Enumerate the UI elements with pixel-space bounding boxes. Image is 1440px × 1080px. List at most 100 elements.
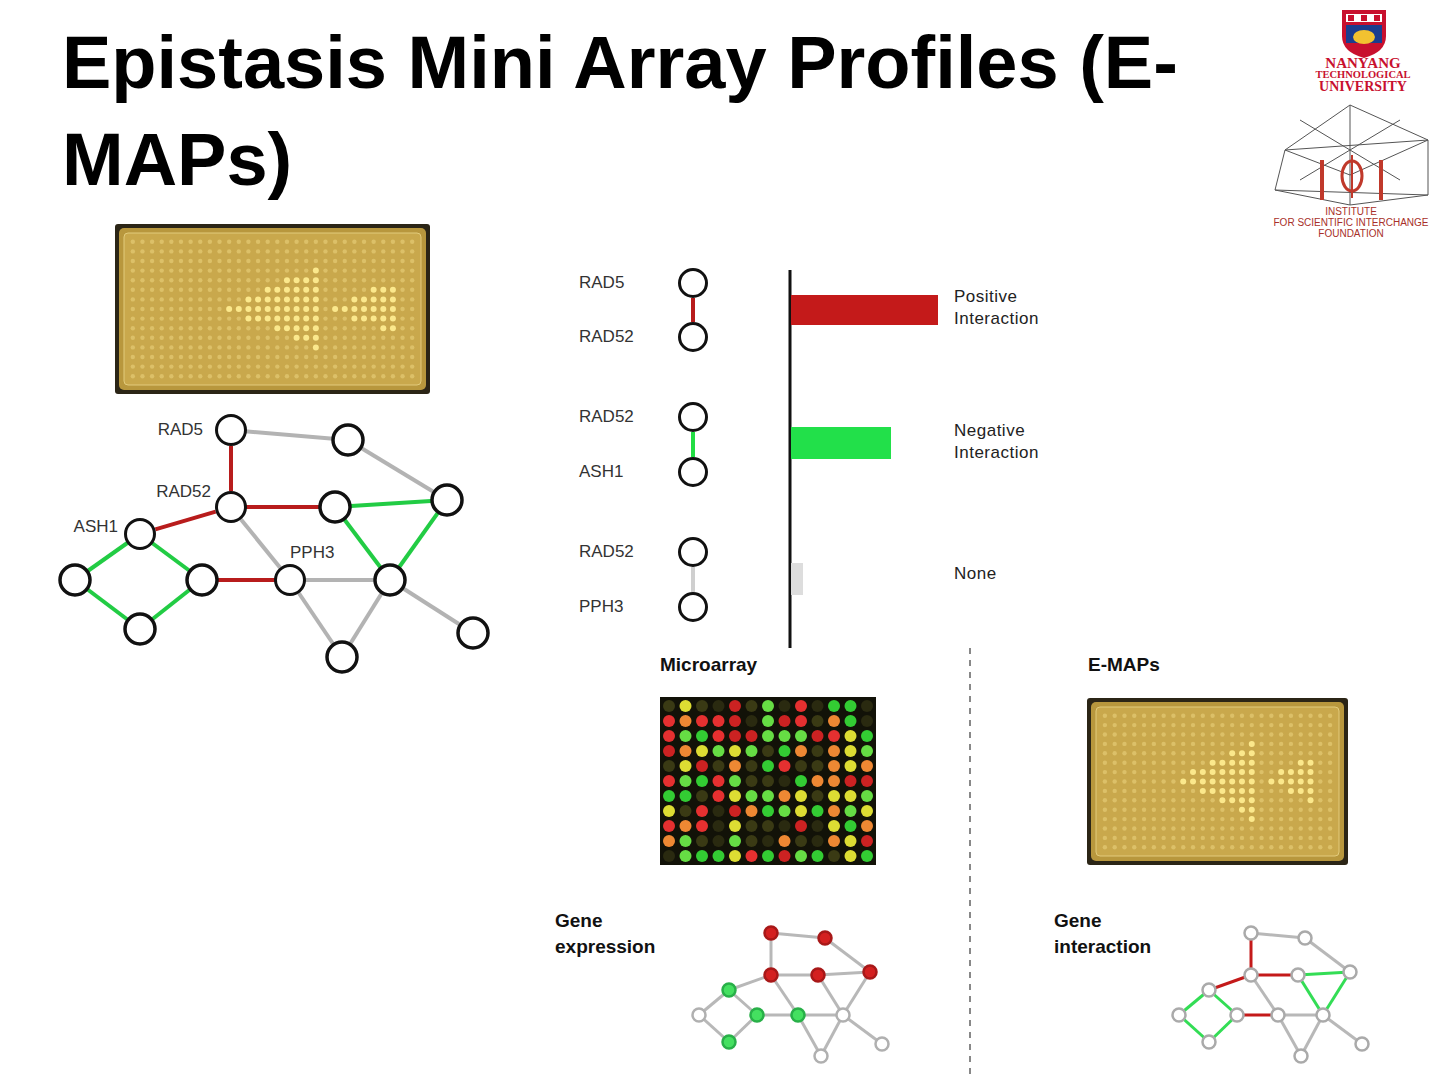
emap-plate xyxy=(1289,714,1293,718)
microarray-image xyxy=(696,715,708,727)
left-plate xyxy=(160,297,164,301)
left-plate xyxy=(352,374,356,378)
network-circle xyxy=(333,425,363,455)
left-plate xyxy=(381,364,385,368)
emap-plate xyxy=(1112,751,1116,755)
emap-plate xyxy=(1229,769,1235,775)
left-plate xyxy=(391,240,395,244)
microarray-image xyxy=(812,715,824,727)
emap-plate xyxy=(1181,723,1185,727)
microarray-image xyxy=(812,730,824,742)
left-plate xyxy=(400,297,404,301)
left-plate xyxy=(333,297,337,301)
expression-network xyxy=(751,1009,764,1022)
emap-plate xyxy=(1171,732,1175,736)
emap-plate xyxy=(1191,798,1195,802)
left-plate xyxy=(160,364,164,368)
emap-plate xyxy=(1230,845,1234,849)
left-plate xyxy=(284,316,290,322)
emap-plate xyxy=(1112,836,1116,840)
left-plate xyxy=(208,355,212,359)
emap-plate xyxy=(1328,732,1332,736)
left-plate xyxy=(352,268,356,272)
left-plate xyxy=(303,296,309,302)
emap-plate xyxy=(1289,742,1293,746)
emap-plate xyxy=(1249,779,1255,785)
emap-plate xyxy=(1269,798,1273,802)
emap-plate xyxy=(1087,698,1348,865)
microarray-image xyxy=(663,850,675,862)
left-plate xyxy=(246,326,250,330)
microarray-image xyxy=(845,775,857,787)
microarray-image xyxy=(845,835,857,847)
emap-plate xyxy=(1161,826,1165,830)
left-plate xyxy=(333,355,337,359)
microarray-image xyxy=(812,805,824,817)
microarray-image xyxy=(729,805,741,817)
left-plate xyxy=(256,288,260,292)
bar-chart xyxy=(791,427,891,459)
left-plate xyxy=(333,240,337,244)
left-plate xyxy=(294,249,298,253)
left-plate xyxy=(150,249,154,253)
interaction-network xyxy=(1231,1009,1244,1022)
left-plate xyxy=(323,355,327,359)
emap-plate xyxy=(1299,817,1303,821)
emap-plate xyxy=(1152,798,1156,802)
gene-name: RAD52 xyxy=(156,482,211,502)
emap-plate xyxy=(1299,836,1303,840)
emap-plate xyxy=(1279,845,1283,849)
emap-plate xyxy=(1181,808,1185,812)
expression-network xyxy=(765,927,778,940)
left-plate xyxy=(227,288,231,292)
left-plate xyxy=(371,296,377,302)
emap-plate xyxy=(1122,845,1126,849)
emap-plate xyxy=(1259,798,1263,802)
left-plate xyxy=(237,259,241,263)
microarray-image xyxy=(828,760,840,772)
left-plate xyxy=(410,249,414,253)
microarray-image xyxy=(828,775,840,787)
left-plate xyxy=(169,240,173,244)
emap-plate xyxy=(1181,845,1185,849)
left-plate xyxy=(237,326,241,330)
emap-plate xyxy=(1299,723,1303,727)
left-plate xyxy=(410,345,414,349)
left-plate xyxy=(179,288,183,292)
emap-plate xyxy=(1250,845,1254,849)
left-plate xyxy=(245,306,251,312)
microarray-image xyxy=(746,715,758,727)
emap-plate xyxy=(1318,714,1322,718)
left-plate xyxy=(246,336,250,340)
emap-plate xyxy=(1269,761,1273,765)
emap-plate xyxy=(1240,723,1244,727)
left-plate xyxy=(188,259,192,263)
left-plate xyxy=(333,249,337,253)
left-plate xyxy=(246,374,250,378)
emap-plate xyxy=(1318,836,1322,840)
emap-plate xyxy=(1112,770,1116,774)
microarray-image xyxy=(762,850,774,862)
left-plate xyxy=(400,259,404,263)
interaction-network xyxy=(1173,927,1369,1063)
left-plate xyxy=(410,268,414,272)
emap-plate xyxy=(1318,779,1322,783)
emap-plate xyxy=(1142,761,1146,765)
emap-plate xyxy=(1191,742,1195,746)
microarray-image xyxy=(795,805,807,817)
left-plate xyxy=(303,316,309,322)
left-plate xyxy=(381,345,385,349)
microarray-image xyxy=(713,745,725,757)
bar-label: None xyxy=(954,563,997,585)
isi-logo xyxy=(1320,160,1324,200)
left-plate xyxy=(188,240,192,244)
microarray-image xyxy=(713,760,725,772)
isi-logo xyxy=(1285,150,1350,175)
left-plate xyxy=(217,297,221,301)
left-plate xyxy=(265,355,269,359)
left-plate xyxy=(227,345,231,349)
left-plate xyxy=(208,336,212,340)
emap-plate xyxy=(1122,798,1126,802)
emap-plate xyxy=(1210,845,1214,849)
emap-plate xyxy=(1171,751,1175,755)
